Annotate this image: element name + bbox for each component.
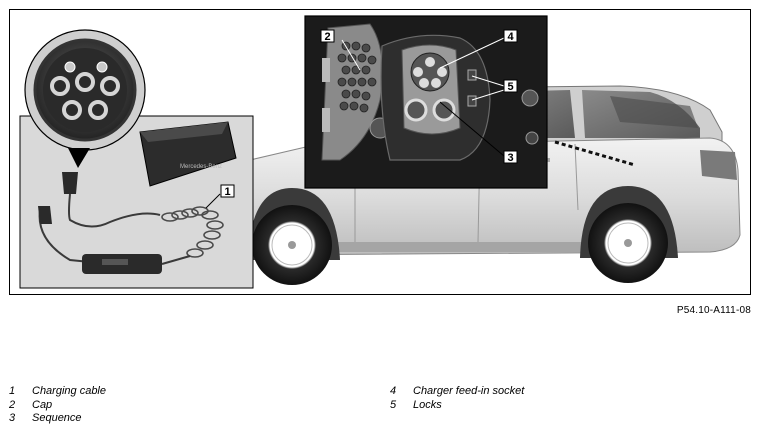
legend-label: Sequence: [32, 412, 82, 424]
svg-text:Mercedes-Benz: Mercedes-Benz: [180, 164, 222, 170]
charging-cable-panel: Mercedes-Benz: [19, 29, 254, 289]
legend-number: 4: [390, 385, 397, 397]
legend-item: 4 Charger feed-in socket: [390, 385, 524, 399]
legend-number: 1: [9, 385, 16, 397]
socket-detail-panel: 2 4 5 3: [304, 15, 548, 189]
legend-label: Charging cable: [32, 385, 106, 397]
callout-2: 2: [324, 31, 330, 43]
legend-number: 5: [390, 398, 397, 411]
legend-left: 1 Charging cable 2 Cap 3 Sequence: [9, 385, 106, 426]
illustration-svg: Mercedes-Benz: [19, 15, 741, 289]
illustration-frame: Mercedes-Benz: [9, 9, 751, 295]
legend-number: 2: [9, 398, 16, 411]
callout-5: 5: [507, 81, 513, 93]
legend-label: Charger feed-in socket: [413, 385, 525, 397]
legend-label: Locks: [413, 398, 442, 411]
callout-3: 3: [507, 152, 513, 164]
legend-right: 4 Charger feed-in socket 5 Locks: [390, 385, 524, 412]
legend-number: 3: [9, 412, 16, 424]
callout-4: 4: [507, 31, 514, 43]
legend-item: 2 Cap: [9, 399, 106, 413]
legend-item: 3 Sequence: [9, 412, 106, 426]
callout-1: 1: [224, 186, 230, 198]
legend-item: 1 Charging cable: [9, 385, 106, 399]
legend-item: 5 Locks: [390, 399, 524, 413]
figure-code: P54.10-A111-08: [676, 305, 751, 316]
legend-label: Cap: [32, 398, 53, 411]
